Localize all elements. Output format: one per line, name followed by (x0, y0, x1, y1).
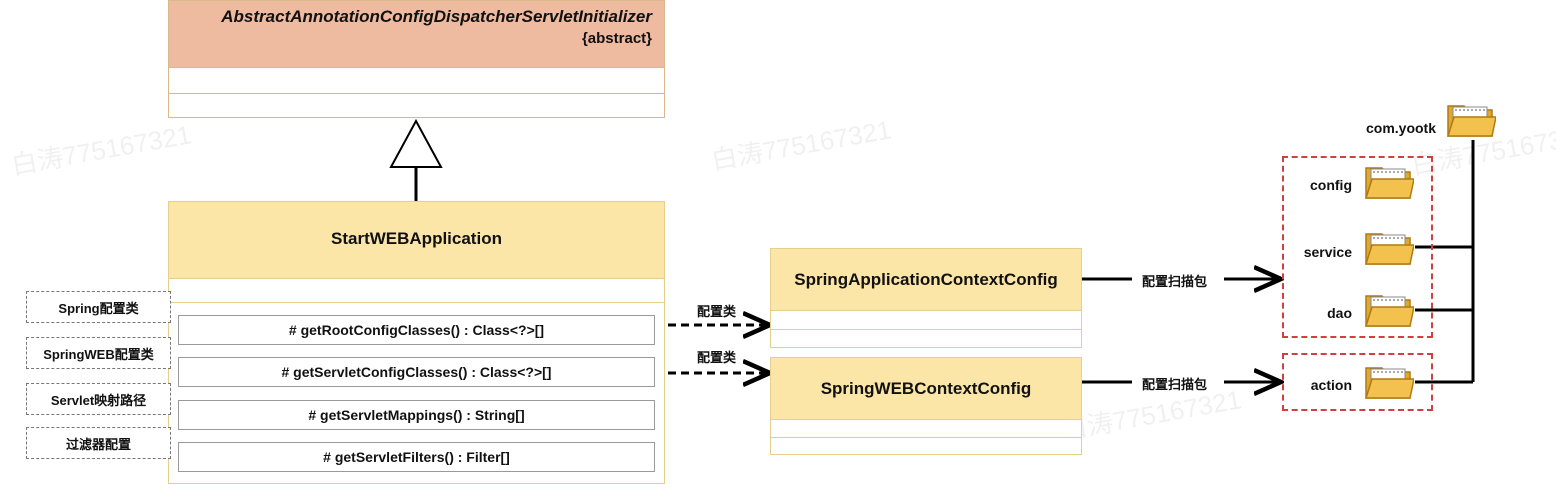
compartment-divider (771, 329, 1081, 330)
class-name: StartWEBApplication (331, 229, 502, 248)
method-get-servlet-config-classes: # getServletConfigClasses() : Class<?>[] (178, 357, 655, 387)
edge-label-config-class: 配置类 (697, 304, 737, 319)
note-spring-config: Spring配置类 (26, 291, 171, 323)
package-label-config: config (1310, 177, 1352, 193)
abstract-stereotype: {abstract} (581, 30, 652, 47)
folder-icon (1364, 367, 1414, 399)
class-header: SpringWEBContextConfig (771, 358, 1081, 420)
compartment-divider (169, 302, 664, 303)
folder-icon (1364, 233, 1414, 265)
spring-application-context-config-class: SpringApplicationContextConfig (770, 248, 1082, 348)
compartment-divider (771, 437, 1081, 438)
method-get-servlet-filters: # getServletFilters() : Filter[] (178, 442, 655, 472)
package-group-web (1282, 353, 1433, 411)
folder-icon (1364, 167, 1414, 199)
compartment-divider (169, 93, 664, 94)
package-group-spring (1282, 156, 1433, 338)
package-label-dao: dao (1327, 305, 1352, 321)
folder-icon (1364, 295, 1414, 327)
edge-label-config-class: 配置类 (697, 350, 737, 365)
inheritance-arrow (389, 118, 443, 168)
class-header: SpringApplicationContextConfig (771, 249, 1081, 311)
note-servlet-mapping: Servlet映射路径 (26, 383, 171, 415)
method-get-root-config-classes: # getRootConfigClasses() : Class<?>[] (178, 315, 655, 345)
abstract-class-header: AbstractAnnotationConfigDispatcherServle… (169, 1, 664, 68)
edge-label-scan-package: 配置扫描包 (1142, 377, 1208, 392)
abstract-class-box: AbstractAnnotationConfigDispatcherServle… (168, 0, 665, 118)
package-label-service: service (1303, 244, 1352, 260)
spring-web-context-config-class: SpringWEBContextConfig (770, 357, 1082, 455)
edge-label-scan-package: 配置扫描包 (1142, 274, 1208, 289)
folder-icon (1446, 105, 1496, 137)
note-filter-config: 过滤器配置 (26, 427, 171, 459)
note-springweb-config: SpringWEB配置类 (26, 337, 171, 369)
package-label-action: action (1310, 377, 1352, 393)
class-header: StartWEBApplication (169, 202, 664, 279)
abstract-class-name: AbstractAnnotationConfigDispatcherServle… (221, 7, 652, 26)
package-label-root: com.yootk (1365, 120, 1436, 136)
method-get-servlet-mappings: # getServletMappings() : String[] (178, 400, 655, 430)
